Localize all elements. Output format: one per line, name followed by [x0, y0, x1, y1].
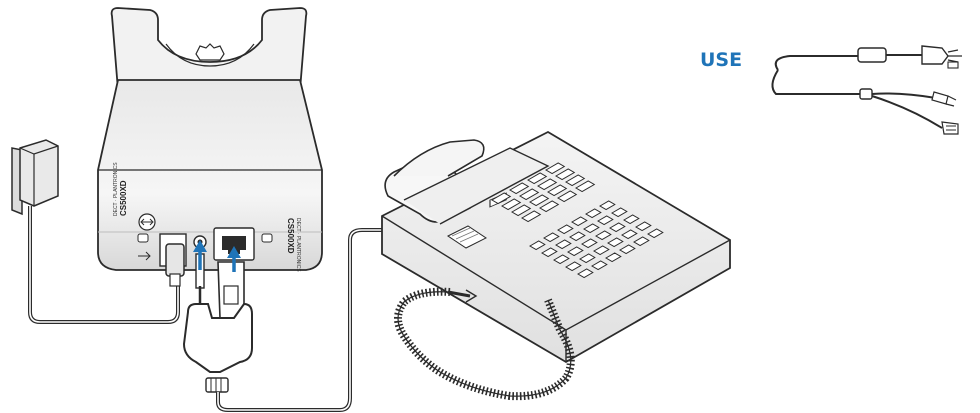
base-brand-left: CS500XD — [119, 180, 128, 216]
screw-left-icon — [138, 234, 148, 242]
y-cable — [184, 254, 252, 392]
base-subtext-right: DECT · PLANTRONICS — [295, 218, 301, 272]
use-label: USE — [700, 49, 742, 71]
ehs-cable-illustration — [772, 46, 962, 134]
base-brand-right: CS500XD — [286, 218, 295, 254]
screw-right-icon — [262, 234, 272, 242]
power-plug — [166, 244, 184, 286]
base-subtext-left: DECT · PLANTRONICS — [113, 162, 119, 216]
base-station: CS500XD DECT · PLANTRONICS CS500XD DECT … — [98, 8, 322, 272]
power-adapter — [12, 140, 58, 214]
